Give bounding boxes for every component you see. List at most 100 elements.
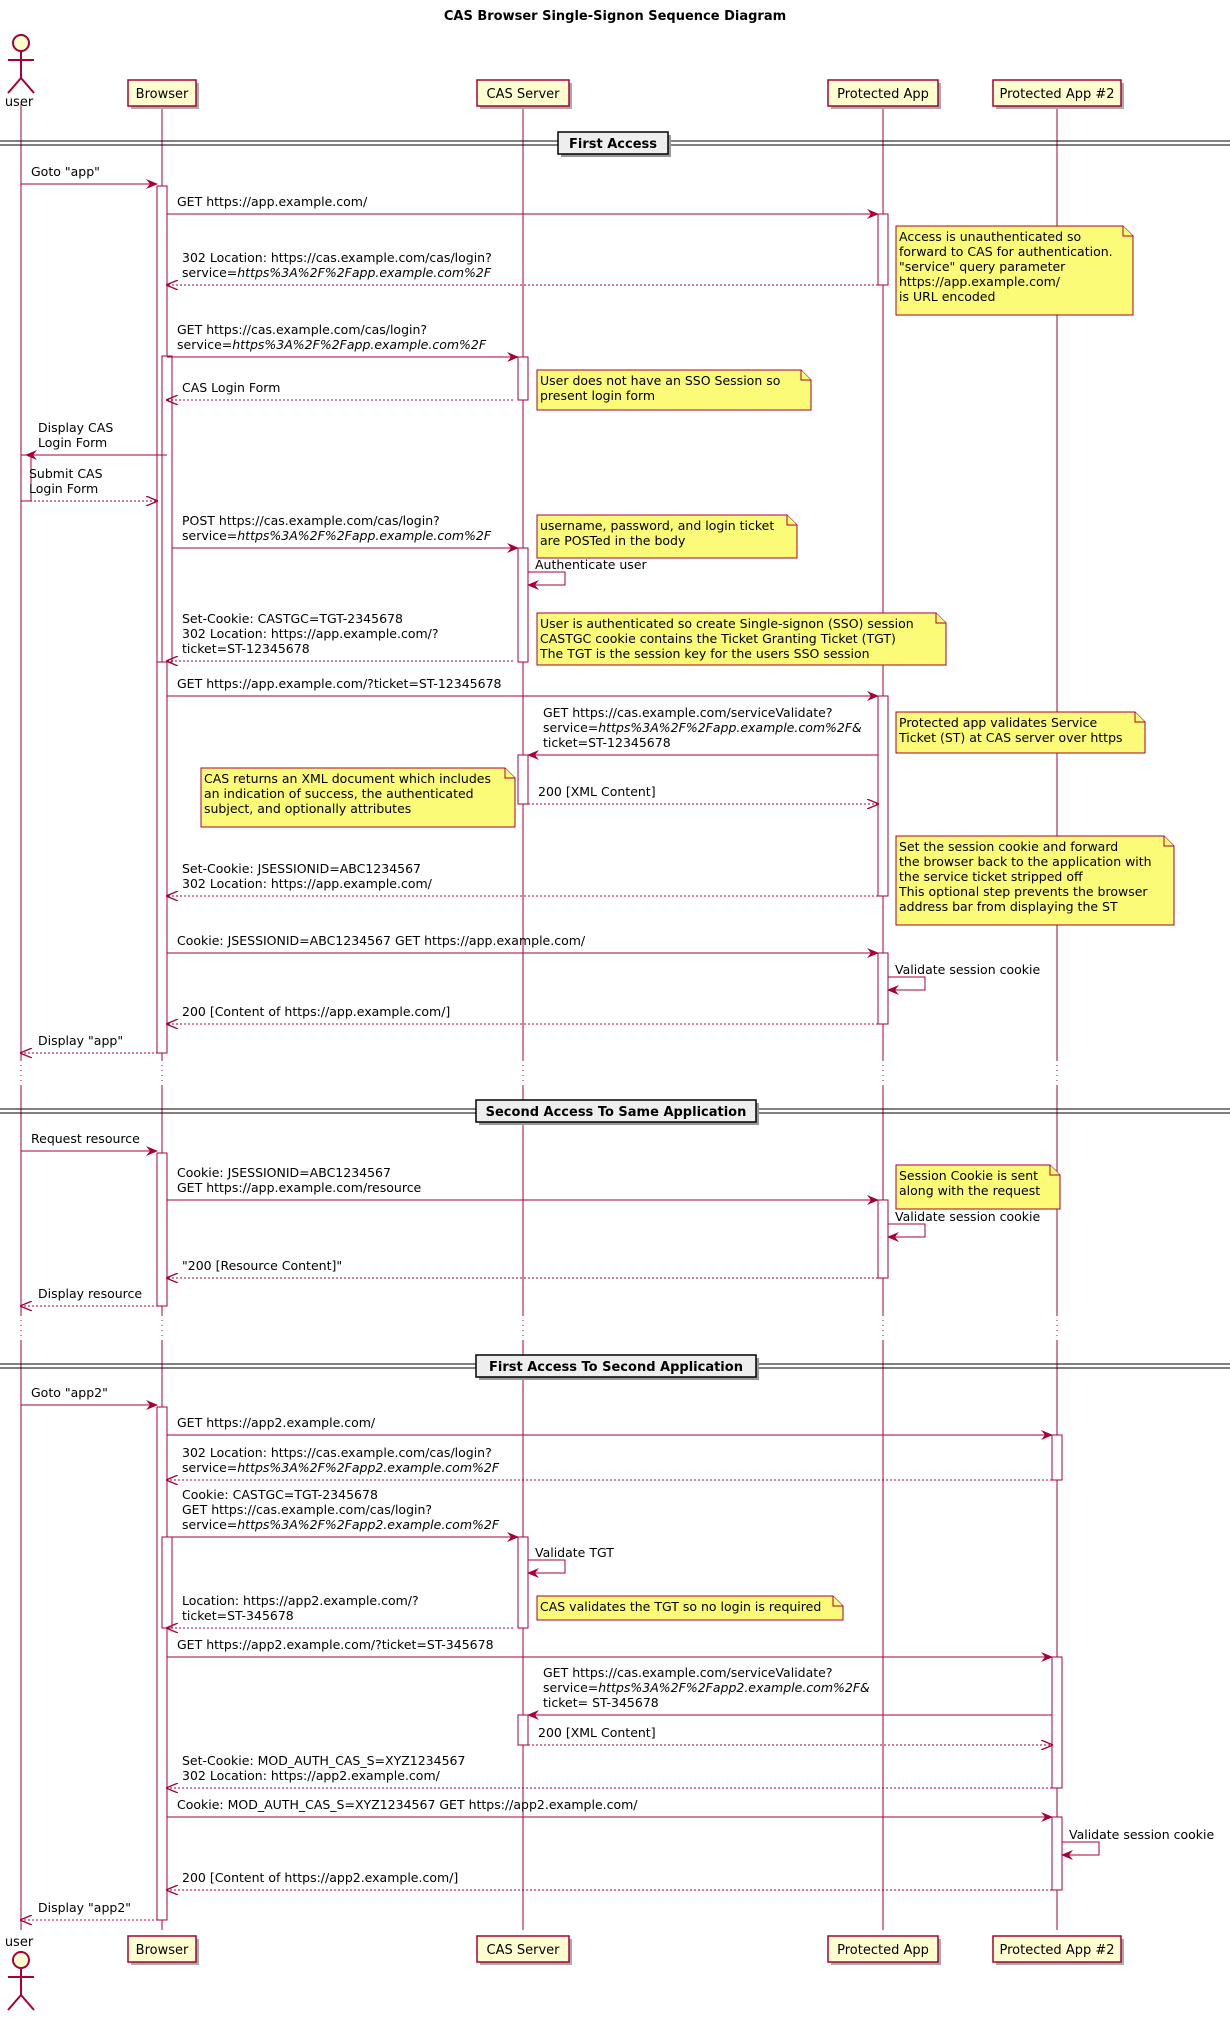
message-21: Validate session cookie bbox=[887, 1209, 1040, 1242]
delay-gap bbox=[881, 1315, 885, 1340]
message-label: 200 [Content of https://app.example.com/… bbox=[182, 1004, 450, 1019]
participant-label: Browser bbox=[136, 87, 189, 102]
participant-box bbox=[127, 79, 197, 107]
note-fold bbox=[1049, 1165, 1060, 1176]
message-35: Validate session cookie bbox=[1061, 1827, 1214, 1860]
note-fold bbox=[504, 768, 515, 779]
message-30: GET https://app2.example.com/?ticket=ST-… bbox=[167, 1637, 1053, 1662]
message-9: Authenticate user bbox=[527, 557, 648, 590]
participant-box bbox=[476, 1935, 570, 1963]
note-fold bbox=[935, 613, 946, 624]
actor-body-icon bbox=[7, 1968, 35, 2011]
participant-protected-app-bottom: Protected App bbox=[827, 1935, 941, 1965]
message-label: Validate session cookie bbox=[1069, 1827, 1214, 1842]
message-label: Validate TGT bbox=[535, 1545, 614, 1560]
message-31: GET https://cas.example.com/serviceValid… bbox=[527, 1665, 1052, 1720]
message-4: GET https://cas.example.com/cas/login?se… bbox=[167, 322, 519, 362]
message-1: Goto "app" bbox=[21, 164, 158, 189]
message-label: "200 [Resource Content]" bbox=[182, 1258, 342, 1273]
message-label: 200 [XML Content] bbox=[538, 1725, 656, 1740]
note-text: CAS validates the TGT so no login is req… bbox=[540, 1599, 821, 1614]
delay-gap bbox=[521, 1315, 525, 1340]
note-text: CAS returns an XML document which includ… bbox=[204, 771, 491, 816]
note-4: User is authenticated so create Single-s… bbox=[536, 612, 947, 666]
note-fold bbox=[1122, 226, 1133, 237]
delay-gap bbox=[881, 1060, 885, 1085]
message-34: Cookie: MOD_AUTH_CAS_S=XYZ1234567 GET ht… bbox=[167, 1797, 1053, 1822]
message-18: Display "app" bbox=[21, 1033, 162, 1053]
note-fold bbox=[1134, 712, 1145, 723]
participant-protected-app-top: Protected App bbox=[827, 79, 941, 109]
activation-bar bbox=[877, 1199, 889, 1279]
participant-cas-server-bottom: CAS Server bbox=[476, 1935, 572, 1965]
note-fold bbox=[832, 1596, 843, 1607]
actor-user-bottom bbox=[7, 1951, 35, 2011]
note-6: CAS returns an XML document which includ… bbox=[200, 767, 516, 828]
delay-gap bbox=[19, 1315, 23, 1340]
activation-bar bbox=[1051, 1434, 1063, 1481]
activation-bar bbox=[161, 1536, 173, 1629]
note-box bbox=[200, 767, 516, 828]
message-arrow bbox=[887, 976, 926, 995]
participant-label: Protected App #2 bbox=[999, 87, 1114, 102]
participant-box bbox=[992, 79, 1122, 107]
actor-head-icon bbox=[12, 1951, 30, 1969]
participant-box bbox=[476, 79, 570, 107]
activation-bar bbox=[877, 213, 889, 286]
activation-bar bbox=[517, 754, 529, 805]
message-label: GET https://app2.example.com/?ticket=ST-… bbox=[177, 1637, 494, 1652]
participant-box bbox=[827, 79, 939, 107]
participant-label: CAS Server bbox=[487, 87, 561, 102]
message-5: CAS Login Form bbox=[167, 380, 513, 400]
message-label: GET https://app2.example.com/ bbox=[177, 1415, 376, 1430]
note-fold bbox=[800, 370, 811, 381]
message-12: GET https://cas.example.com/serviceValid… bbox=[527, 705, 878, 760]
message-32: 200 [XML Content] bbox=[528, 1725, 1052, 1745]
message-24: Goto "app2" bbox=[21, 1385, 158, 1410]
message-13: 200 [XML Content] bbox=[528, 784, 878, 804]
message-label: Validate session cookie bbox=[895, 1209, 1040, 1224]
message-label: Goto "app2" bbox=[31, 1385, 108, 1400]
activation-bar bbox=[517, 547, 529, 663]
note-box bbox=[536, 1595, 844, 1621]
message-label: Goto "app" bbox=[31, 164, 100, 179]
participant-box bbox=[827, 1935, 939, 1963]
message-label: 302 Location: https://cas.example.com/ca… bbox=[182, 1445, 500, 1475]
message-label: Request resource bbox=[31, 1131, 140, 1146]
message-label: Cookie: MOD_AUTH_CAS_S=XYZ1234567 GET ht… bbox=[177, 1797, 638, 1812]
activation-bar bbox=[517, 356, 529, 401]
actor-label: user bbox=[5, 95, 34, 110]
delay-gap bbox=[160, 1060, 164, 1085]
message-label: CAS Login Form bbox=[182, 380, 280, 395]
note-fold bbox=[1163, 836, 1174, 847]
message-label: GET https://cas.example.com/serviceValid… bbox=[543, 1665, 870, 1710]
message-22: "200 [Resource Content]" bbox=[167, 1258, 878, 1278]
message-29: Location: https://app2.example.com/?tick… bbox=[167, 1593, 513, 1628]
message-label: 302 Location: https://cas.example.com/ca… bbox=[182, 250, 492, 280]
participant-protected-app-2-bottom: Protected App #2 bbox=[992, 1935, 1124, 1965]
actor-label: user bbox=[5, 1935, 34, 1950]
note-fold bbox=[786, 515, 797, 526]
actor-head-icon bbox=[12, 34, 30, 52]
participant-box bbox=[992, 1935, 1122, 1963]
note-text: User is authenticated so create Single-s… bbox=[539, 616, 914, 661]
participant-browser-top: Browser bbox=[127, 79, 199, 109]
note-box bbox=[895, 1164, 1061, 1210]
actor-user-top bbox=[7, 34, 35, 94]
